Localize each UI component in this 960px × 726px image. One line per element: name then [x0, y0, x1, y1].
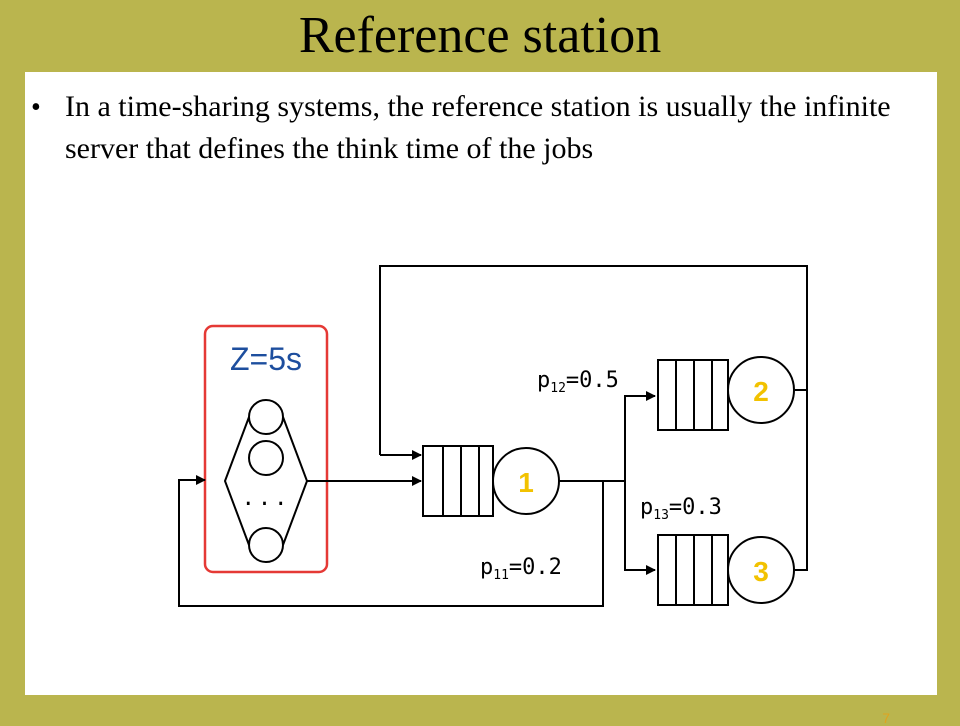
- infinite-server-ellipsis: ...: [242, 486, 291, 511]
- routing-p11-p: p: [480, 555, 493, 580]
- infinite-server: [223, 399, 309, 563]
- station-3: [657, 534, 795, 606]
- page-number: 7: [882, 710, 890, 726]
- station-2-label: 2: [753, 376, 769, 407]
- station-2: [657, 356, 795, 431]
- slide-content: • In a time-sharing systems, the referen…: [25, 72, 937, 695]
- routing-p13-p: p: [640, 495, 653, 520]
- network-svg: Z=5s ...: [178, 265, 808, 607]
- routing-label-p13: p13=0.3: [640, 495, 722, 523]
- routing-p11-value: =0.2: [509, 555, 562, 580]
- station-1-label: 1: [518, 467, 534, 498]
- station-1: [422, 445, 560, 517]
- think-time-box: [203, 324, 329, 574]
- bullet-text: In a time-sharing systems, the reference…: [65, 90, 891, 165]
- routing-p12-p: p: [537, 368, 550, 393]
- think-time-label: Z=5s: [230, 341, 302, 377]
- slide-title: Reference station: [298, 7, 662, 64]
- routing-p12-value: =0.5: [566, 368, 619, 393]
- routing-p11-sub: 11: [493, 568, 509, 583]
- routing-p12-sub: 12: [550, 381, 566, 396]
- routing-p13-sub: 13: [653, 508, 669, 523]
- routing-lines: [178, 265, 808, 607]
- queueing-network-diagram: Z=5s ...: [135, 250, 825, 625]
- routing-p13-value: =0.3: [669, 495, 722, 520]
- bullet-dot: •: [31, 92, 41, 123]
- station-3-label: 3: [753, 556, 769, 587]
- routing-label-p11: p11=0.2: [480, 555, 562, 583]
- routing-label-p12: p12=0.5: [537, 368, 619, 396]
